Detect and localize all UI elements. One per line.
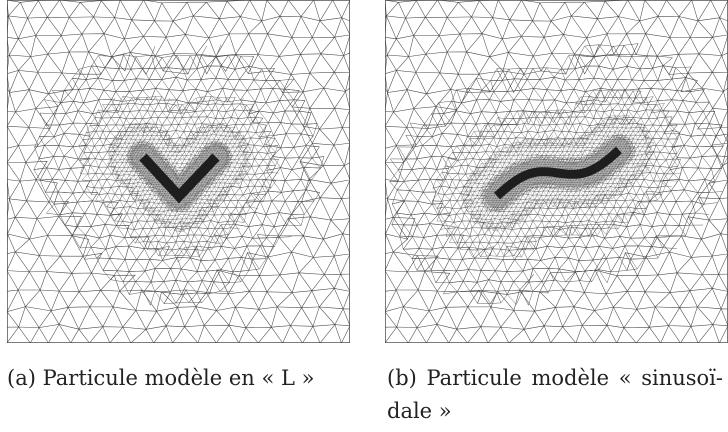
panel-b-particle	[493, 146, 622, 200]
subfigure-label-b: (b)	[387, 366, 417, 390]
panel-a-particle	[139, 153, 220, 204]
panel-a-triangular-mesh	[7, 0, 350, 343]
panel-b-triangular-mesh	[385, 0, 728, 343]
panel-a-domain-boundary	[7, 0, 350, 343]
mesh-panel-b	[385, 0, 728, 343]
mesh-image-l-particle	[7, 0, 350, 343]
mesh-image-sinusoidal-particle	[385, 0, 728, 343]
panel-b-mesh-band-3	[460, 115, 655, 233]
subfigure-caption-b: (b) Particule modèle « sinusoï-dale »	[387, 362, 723, 428]
panel-b-mesh-band-2	[431, 88, 683, 258]
caption-text-b: Particule modèle « sinusoï-dale »	[387, 366, 723, 423]
panel-a-mesh-band-1	[33, 44, 325, 306]
subfigure-label-a: (a)	[7, 366, 36, 390]
subfigure-caption-a: (a) Particule modèle en « L »	[7, 362, 350, 395]
panel-a-mesh-band-3	[107, 122, 252, 232]
mesh-panel-a	[7, 0, 350, 343]
panel-b-mesh-band-0	[385, 0, 728, 343]
panel-a-mesh-band-0	[7, 0, 350, 343]
panel-a-mesh-band-2	[78, 95, 279, 263]
caption-text-a: Particule modèle en « L »	[42, 366, 315, 390]
